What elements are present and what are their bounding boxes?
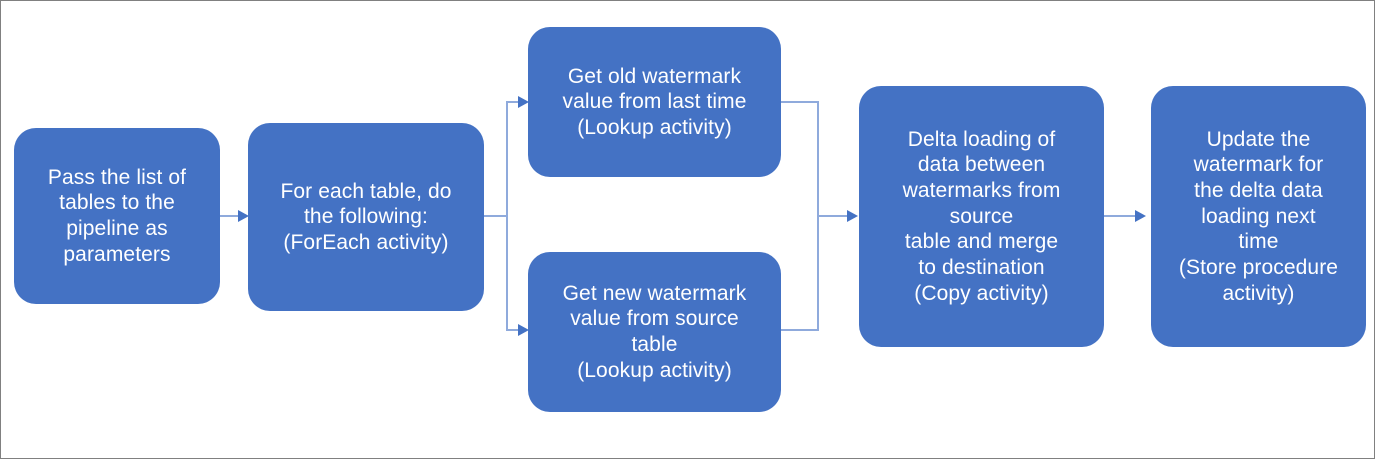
arrowhead-foreach-to-old-watermark bbox=[518, 96, 529, 108]
node-label: Get new watermark value from source tabl… bbox=[562, 281, 747, 382]
arrowhead-merge-to-copy bbox=[847, 210, 858, 222]
node-label: Delta loading of data between watermarks… bbox=[902, 127, 1061, 305]
arrowhead-pass-to-foreach bbox=[238, 210, 249, 222]
connector-old-watermark-stem bbox=[781, 101, 819, 103]
node-pass-list-of-tables[interactable]: Pass the list of tables to the pipeline … bbox=[14, 128, 220, 304]
connector-foreach-branch-up bbox=[506, 101, 508, 216]
node-get-new-watermark[interactable]: Get new watermark value from source tabl… bbox=[528, 252, 781, 412]
node-for-each-table[interactable]: For each table, do the following: (ForEa… bbox=[248, 123, 484, 311]
node-delta-loading-copy[interactable]: Delta loading of data between watermarks… bbox=[859, 86, 1104, 347]
node-update-watermark[interactable]: Update the watermark for the delta data … bbox=[1151, 86, 1366, 347]
node-label: Pass the list of tables to the pipeline … bbox=[47, 165, 187, 266]
connector-foreach-stem bbox=[484, 215, 507, 217]
node-get-old-watermark[interactable]: Get old watermark value from last time (… bbox=[528, 27, 781, 177]
connector-merge-to-copy bbox=[817, 215, 849, 217]
connector-new-watermark-stem bbox=[781, 329, 819, 331]
connector-foreach-to-new-watermark bbox=[506, 329, 520, 331]
connector-pass-to-foreach bbox=[220, 215, 240, 217]
connector-foreach-branch-down bbox=[506, 215, 508, 330]
arrowhead-copy-to-update bbox=[1135, 210, 1146, 222]
connector-foreach-to-old-watermark bbox=[506, 101, 520, 103]
arrowhead-foreach-to-new-watermark bbox=[518, 324, 529, 336]
node-label: For each table, do the following: (ForEa… bbox=[280, 179, 452, 254]
connector-copy-to-update bbox=[1104, 215, 1137, 217]
node-label: Get old watermark value from last time (… bbox=[562, 64, 747, 139]
node-label: Update the watermark for the delta data … bbox=[1178, 127, 1339, 305]
